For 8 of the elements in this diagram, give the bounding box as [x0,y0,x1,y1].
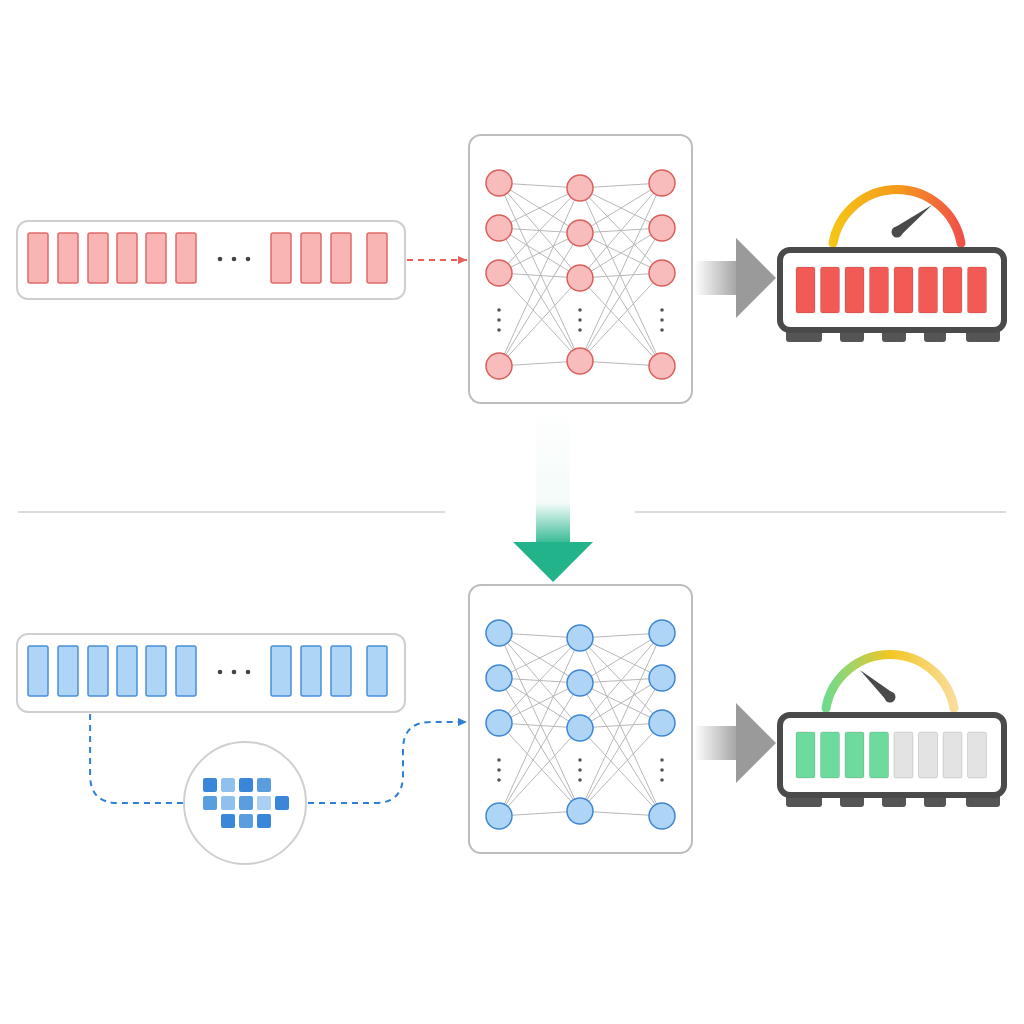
neural-network-drawing [468,584,693,854]
block-arrow [694,237,776,318]
dashed-arrow [307,717,468,804]
feature-vector-drawing [16,633,406,713]
block-arrow [694,703,776,784]
feature-vector-drawing [16,220,406,300]
neural-network-drawing [468,134,693,404]
dashed-arrow [406,256,468,264]
